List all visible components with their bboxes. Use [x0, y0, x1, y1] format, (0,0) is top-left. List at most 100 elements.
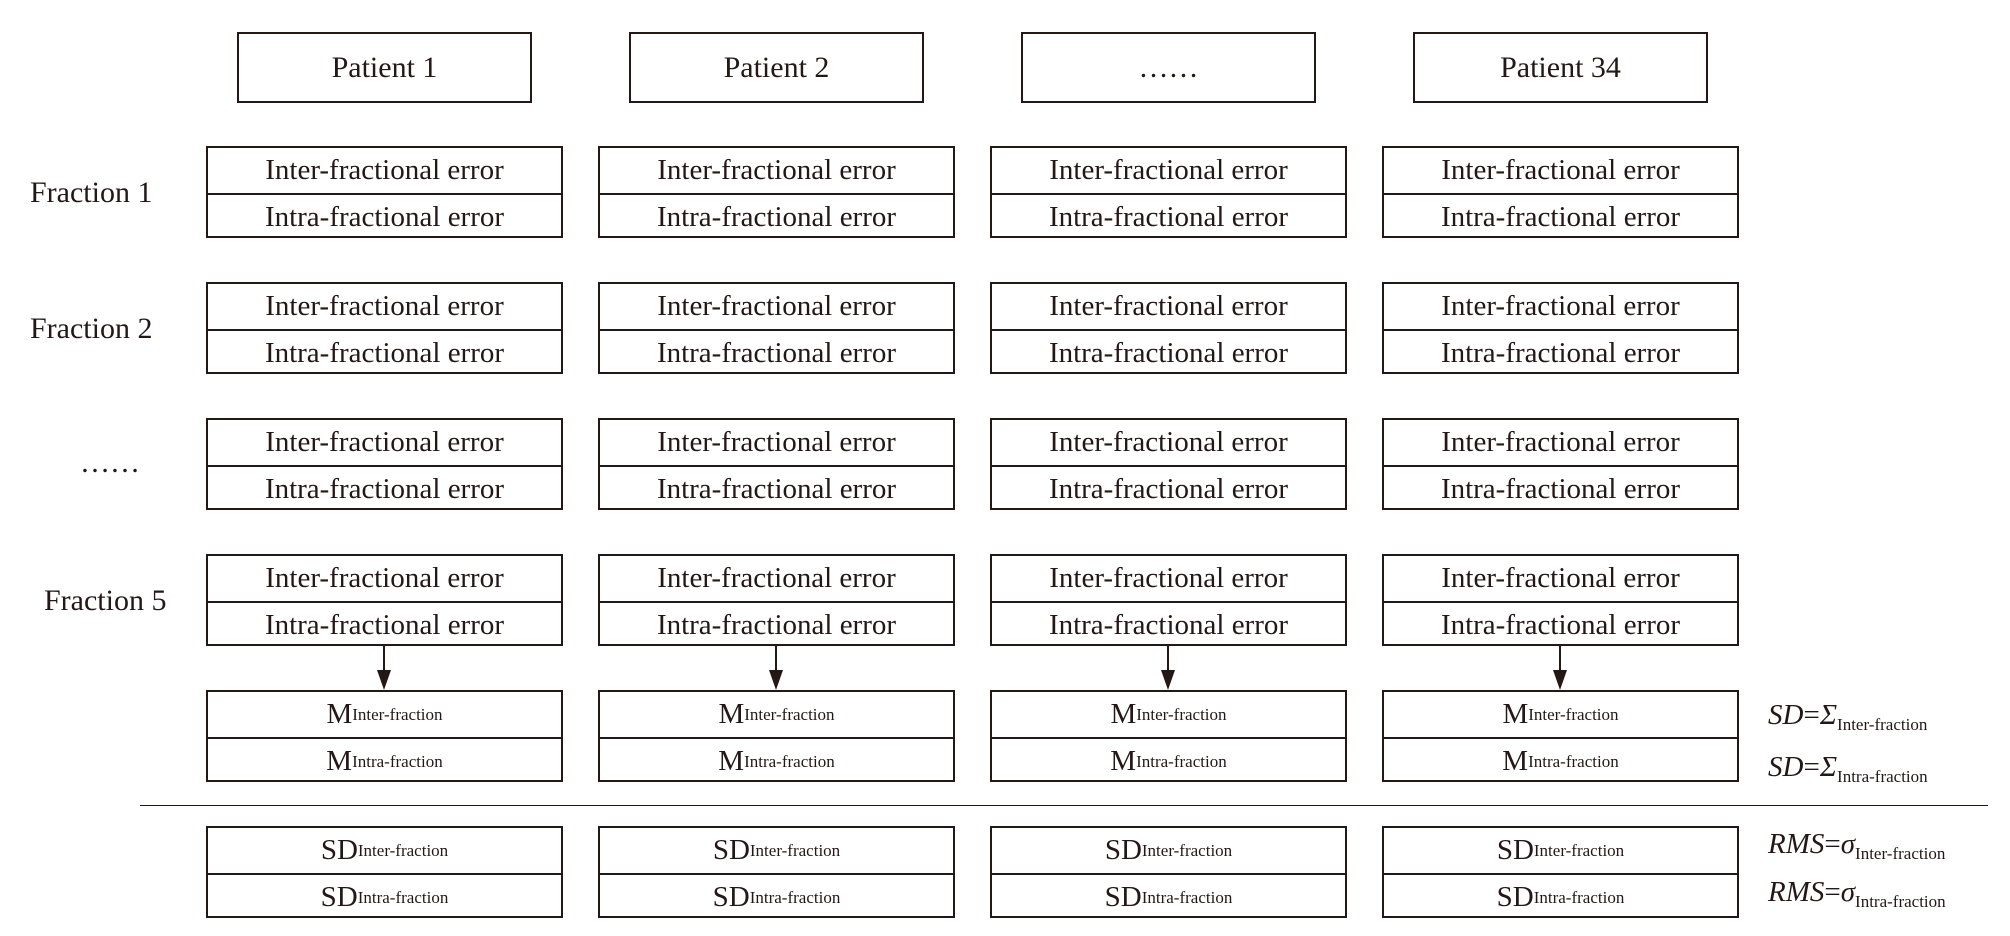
- formula-equals: =: [1824, 876, 1841, 908]
- formula-subscript: Intra-fraction: [1837, 767, 1928, 786]
- intra-fractional-error-cell: Intra-fractional error: [992, 329, 1345, 376]
- inter-fractional-error-cell: Inter-fractional error: [1441, 154, 1680, 186]
- formula-sigma-lower: σ: [1840, 828, 1856, 860]
- inter-fractional-error-cell: Inter-fractional error: [657, 154, 896, 186]
- down-arrow-icon: [1161, 646, 1175, 690]
- intra-fractional-error-cell: Intra-fractional error: [600, 193, 953, 240]
- formula-subscript: Intra-fraction: [1855, 892, 1946, 911]
- mean-intra-fraction-cell-base: M: [326, 745, 353, 777]
- inter-fractional-error-cell: Inter-fractional error: [657, 562, 896, 594]
- formula-equals: =: [1824, 828, 1841, 860]
- formula-rms-intra: RMS=σIntra-fraction: [1768, 874, 1946, 910]
- patient-header-34: Patient 34: [1413, 32, 1708, 103]
- sd-inter-fraction-cell-base: SD: [1104, 834, 1142, 866]
- intra-fractional-error-cell: Intra-fractional error: [992, 601, 1345, 648]
- inter-fractional-error-cell: Inter-fractional error: [1049, 290, 1288, 322]
- inter-fractional-error-cell: Inter-fractional error: [1441, 290, 1680, 322]
- mean-intra-fraction-cell-base: M: [718, 745, 745, 777]
- formula-equals: =: [1803, 699, 1820, 731]
- sd-intra-fraction-cell-base: SD: [712, 881, 750, 913]
- intra-fractional-error-cell: Intra-fractional error: [992, 193, 1345, 240]
- formula-subscript: Inter-fraction: [1855, 844, 1946, 863]
- patient-header-2: Patient 2: [629, 32, 924, 103]
- formula-subscript: Inter-fraction: [1837, 715, 1928, 734]
- sd-inter-fraction-cell-base: SD: [1496, 834, 1534, 866]
- formula-rms-inter: RMS=σInter-fraction: [1768, 826, 1945, 862]
- intra-fractional-error-cell: Intra-fractional error: [208, 601, 561, 648]
- mean-inter-fraction-cell-base: M: [718, 698, 745, 730]
- inter-fractional-error-cell: Inter-fractional error: [1049, 426, 1288, 458]
- inter-fractional-error-cell: Inter-fractional error: [1441, 562, 1680, 594]
- sd-intra-fraction-cell-base: SD: [320, 881, 358, 913]
- formula-sd-lhs: SD: [1768, 699, 1804, 731]
- mean-inter-fraction-cell-base: M: [326, 698, 353, 730]
- down-arrow-icon: [1553, 646, 1567, 690]
- patient-header-ellipsis: ……: [1021, 32, 1316, 103]
- sd-intra-fraction-cell-base: SD: [1104, 881, 1142, 913]
- inter-fractional-error-cell: Inter-fractional error: [1049, 154, 1288, 186]
- intra-fractional-error-cell: Intra-fractional error: [992, 465, 1345, 512]
- formula-rms-lhs: RMS: [1768, 876, 1825, 908]
- formula-sd-lhs: SD: [1768, 751, 1804, 783]
- sd-inter-fraction-cell-base: SD: [712, 834, 750, 866]
- intra-fractional-error-cell: Intra-fractional error: [1384, 601, 1737, 648]
- divider-line: [140, 805, 1988, 806]
- intra-fractional-error-cell: Intra-fractional error: [600, 329, 953, 376]
- down-arrow-icon: [769, 646, 783, 690]
- formula-sd-inter: SD=ΣInter-fraction: [1768, 697, 1927, 733]
- sd-intra-fraction-cell-base: SD: [1496, 881, 1534, 913]
- formula-sigma-lower: σ: [1840, 876, 1856, 908]
- formula-sd-intra: SD=ΣIntra-fraction: [1768, 749, 1928, 785]
- formula-rms-lhs: RMS: [1768, 828, 1825, 860]
- formula-equals: =: [1803, 751, 1820, 783]
- intra-fractional-error-cell: Intra-fractional error: [1384, 465, 1737, 512]
- intra-fractional-error-cell: Intra-fractional error: [208, 329, 561, 376]
- mean-inter-fraction-cell-base: M: [1110, 698, 1137, 730]
- down-arrow-icon: [377, 646, 391, 690]
- mean-intra-fraction-cell-base: M: [1502, 745, 1529, 777]
- fraction-label-2: Fraction 2: [30, 312, 153, 345]
- inter-fractional-error-cell: Inter-fractional error: [1049, 562, 1288, 594]
- inter-fractional-error-cell: Inter-fractional error: [265, 562, 504, 594]
- inter-fractional-error-cell: Inter-fractional error: [265, 154, 504, 186]
- fraction-label-ellipsis: ……: [80, 446, 140, 479]
- sd-inter-fraction-cell-base: SD: [320, 834, 358, 866]
- formula-sigma-upper: Σ: [1819, 751, 1838, 783]
- intra-fractional-error-cell: Intra-fractional error: [208, 193, 561, 240]
- intra-fractional-error-cell: Intra-fractional error: [600, 601, 953, 648]
